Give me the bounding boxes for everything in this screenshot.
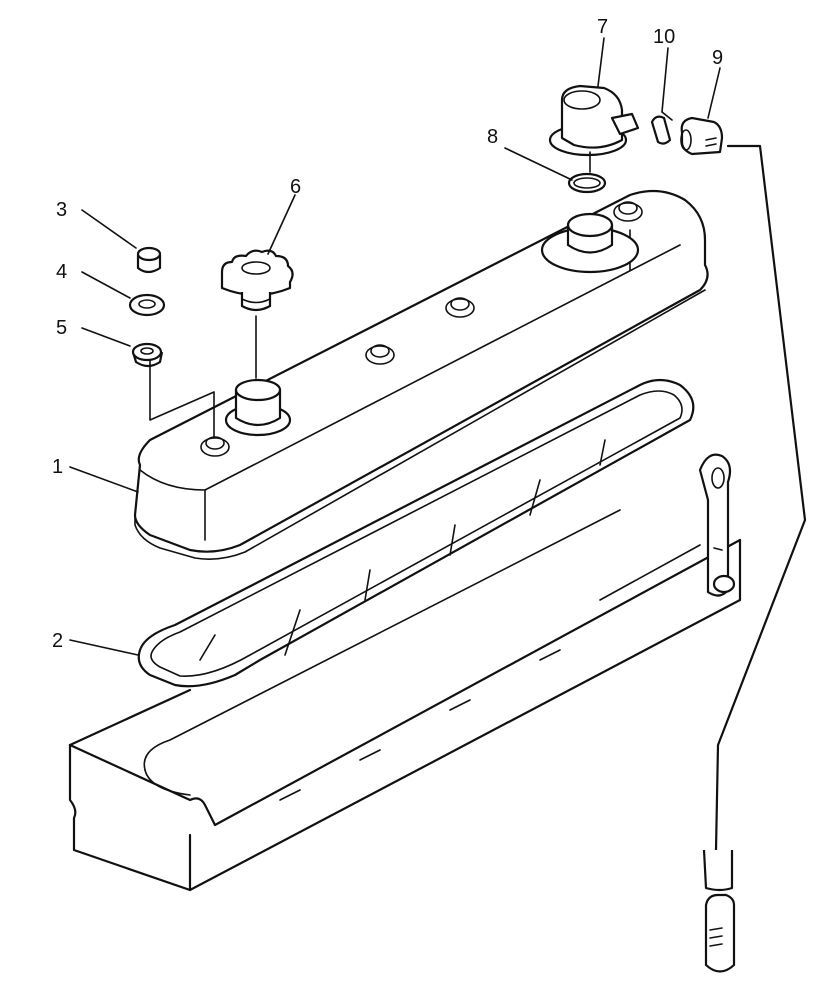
o-ring-part-8: [567, 172, 607, 194]
oil-filler-cap-part-6: [220, 249, 294, 312]
washer-part-4: [128, 293, 166, 317]
callout-3: 3: [56, 199, 67, 221]
callout-2: 2: [52, 630, 63, 652]
plug-part-3: [136, 246, 162, 274]
callout-6: 6: [290, 176, 301, 198]
dipstick-bracket: [698, 453, 736, 597]
rocker-cover-gasket: [137, 378, 695, 688]
callout-9: 9: [712, 47, 723, 69]
breather-boss: [540, 212, 640, 274]
dipstick-tube: [702, 144, 807, 973]
callout-labels: 1 2 3 4 5 6 7 8 9 10: [52, 16, 723, 652]
oil-filler-neck: [224, 378, 292, 437]
assembly-lines: [149, 151, 591, 439]
breather-part-7: [548, 84, 640, 157]
clip-part-10: [650, 111, 673, 145]
cover-boss-plugs: [200, 201, 643, 457]
callout-1: 1: [52, 456, 63, 478]
rocker-cover: [133, 189, 709, 560]
callout-leaders: [69, 37, 721, 656]
grommet-part-5: [131, 342, 164, 368]
callout-5: 5: [56, 317, 67, 339]
callout-4: 4: [56, 261, 67, 283]
callout-8: 8: [487, 126, 498, 148]
hose-part-9: [680, 116, 724, 156]
callout-10: 10: [653, 26, 675, 48]
callout-7: 7: [597, 16, 608, 38]
cylinder-head-block: [68, 509, 742, 892]
